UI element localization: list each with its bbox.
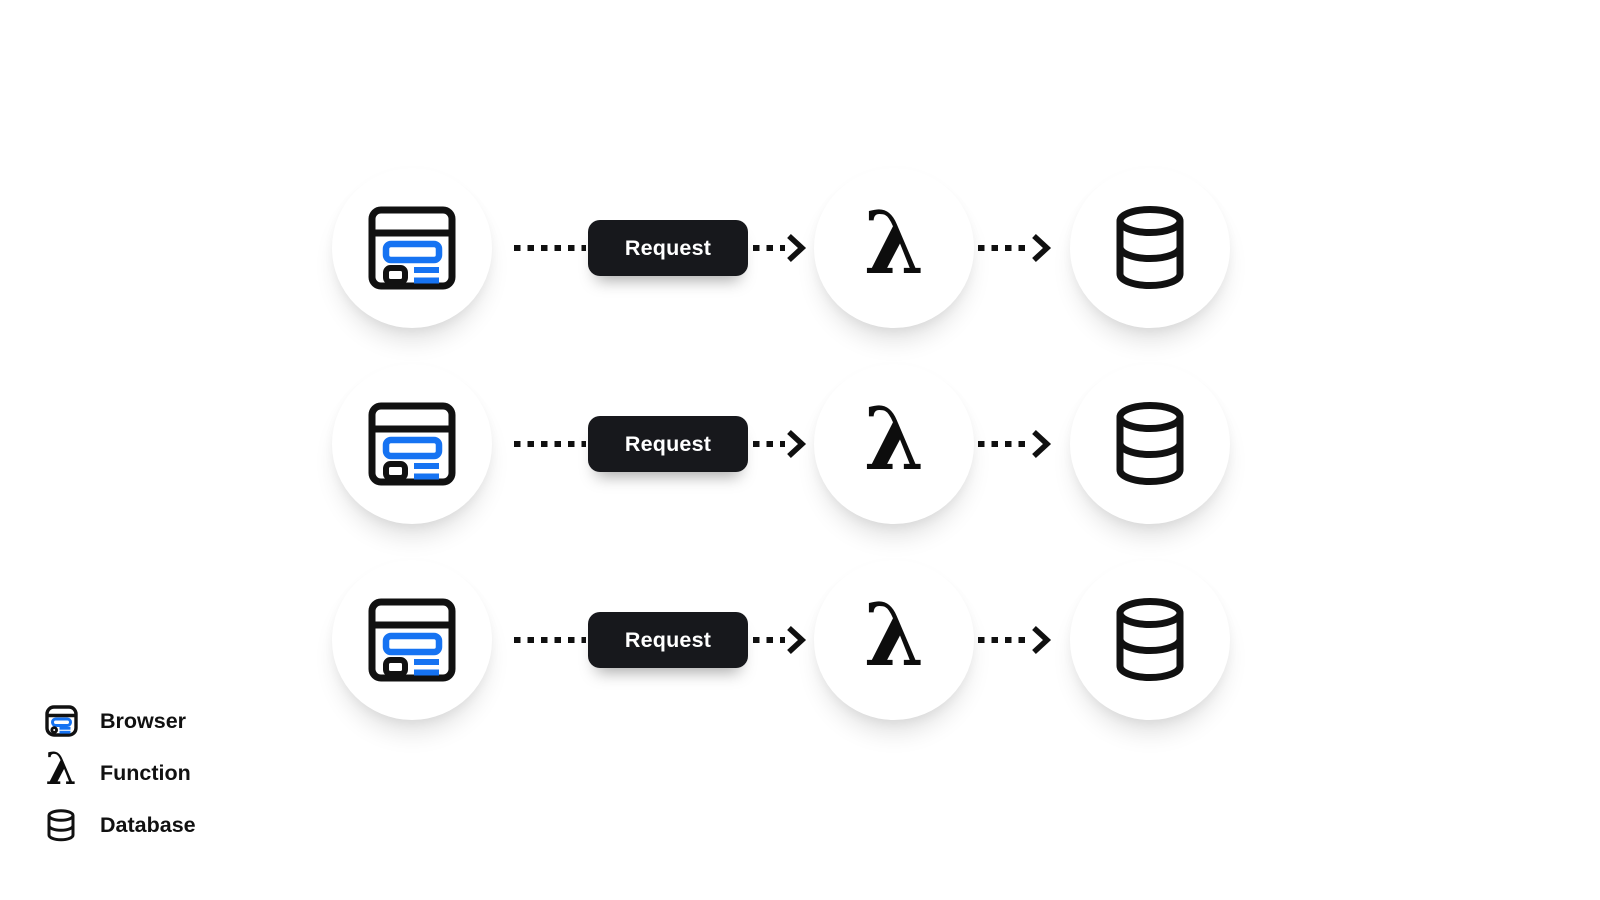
browser-icon — [368, 402, 456, 486]
database-icon — [44, 808, 78, 842]
database-icon — [1113, 598, 1187, 682]
function-node: λ — [814, 560, 974, 720]
legend-label: Database — [100, 812, 196, 837]
legend-item-browser: Browser — [44, 702, 196, 740]
flow-row: Request λ — [0, 560, 1600, 720]
browser-icon — [368, 598, 456, 682]
dashed-connector — [753, 637, 785, 643]
browser-node — [332, 168, 492, 328]
database-node — [1070, 560, 1230, 720]
request-pill: Request — [588, 220, 748, 276]
flow-row: Request λ — [0, 168, 1600, 328]
arrowhead-icon — [1030, 427, 1052, 461]
database-node — [1070, 364, 1230, 524]
browser-node — [332, 560, 492, 720]
lambda-icon: λ — [863, 585, 925, 686]
function-node: λ — [814, 168, 974, 328]
dashed-connector — [514, 245, 586, 251]
request-pill: Request — [588, 416, 748, 472]
function-node: λ — [814, 364, 974, 524]
dashed-connector — [978, 441, 1028, 447]
browser-icon — [368, 206, 456, 290]
legend-item-database: Database — [44, 806, 196, 844]
request-pill: Request — [588, 612, 748, 668]
dashed-connector — [514, 441, 586, 447]
flow-row: Request λ — [0, 364, 1600, 524]
legend-item-function: λ Function — [44, 744, 196, 795]
legend: Browser λ Function Database — [44, 702, 196, 844]
database-icon — [1113, 206, 1187, 290]
legend-label: Browser — [100, 708, 187, 733]
arrowhead-icon — [785, 427, 807, 461]
arrowhead-icon — [1030, 231, 1052, 265]
dashed-connector — [753, 245, 785, 251]
dashed-connector — [978, 637, 1028, 643]
arrowhead-icon — [785, 623, 807, 657]
dashed-connector — [753, 441, 785, 447]
arrowhead-icon — [1030, 623, 1052, 657]
arrowhead-icon — [785, 231, 807, 265]
lambda-icon: λ — [45, 744, 77, 795]
browser-icon — [44, 705, 78, 737]
dashed-connector — [978, 245, 1028, 251]
lambda-icon: λ — [863, 193, 925, 294]
legend-label: Function — [100, 760, 191, 785]
dashed-connector — [514, 637, 586, 643]
browser-node — [332, 364, 492, 524]
database-icon — [1113, 402, 1187, 486]
database-node — [1070, 168, 1230, 328]
lambda-icon: λ — [863, 389, 925, 490]
